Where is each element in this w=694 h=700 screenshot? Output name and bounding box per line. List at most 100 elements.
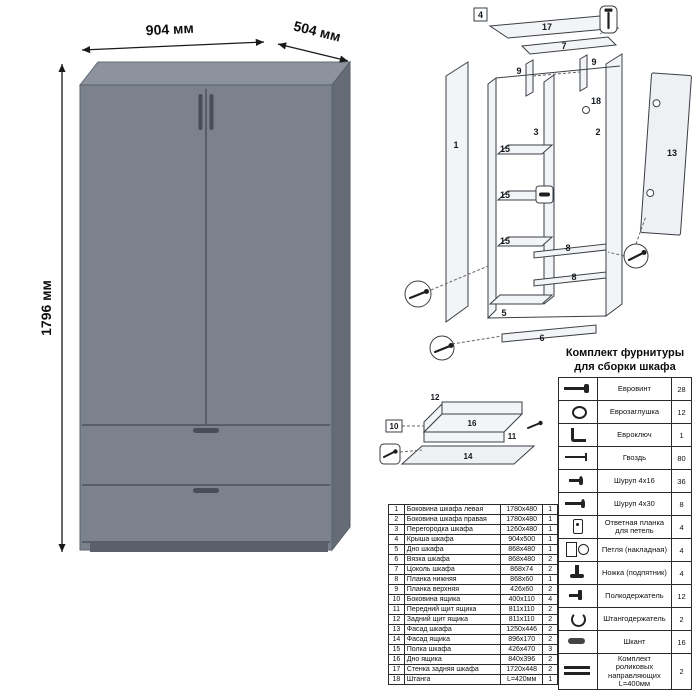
hardware-kit-table: Евровинт 28 Еврозаглушка 12 Евроключ xyxy=(558,377,692,690)
part-size: 1250x446 xyxy=(499,624,544,635)
hardware-qty: 4 xyxy=(671,561,692,585)
part-qty: 4 xyxy=(542,594,558,605)
label-part-15c: 15 xyxy=(500,236,510,246)
hardware-qty: 4 xyxy=(671,538,692,562)
part-number: 15 xyxy=(388,644,405,655)
hardware-row: Еврозаглушка 12 xyxy=(558,400,692,424)
label-part-6: 6 xyxy=(539,333,544,343)
part-number: 9 xyxy=(388,584,405,595)
label-part-13: 13 xyxy=(667,148,677,158)
drawer-leader-lines xyxy=(399,425,424,453)
part-qty: 2 xyxy=(542,604,558,615)
part-size: 904x500 xyxy=(499,534,544,545)
hardware-icon-cell xyxy=(558,400,598,424)
part-qty: 2 xyxy=(542,554,558,565)
part-name: Боковина ящика xyxy=(403,594,501,605)
callout-frames xyxy=(404,5,649,361)
part-name: Планка верхняя xyxy=(403,584,501,595)
part-size: 811x110 xyxy=(499,604,544,615)
parts-table-row: 14 Фасад ящика 896x170 2 xyxy=(388,634,558,645)
part-number: 10 xyxy=(388,594,405,605)
hardware-kit-title-line1: Комплект фурнитуры xyxy=(565,347,685,359)
label-part-11: 11 xyxy=(508,432,517,441)
part-qty: 1 xyxy=(542,674,558,685)
part-size: 426x60 xyxy=(499,584,544,595)
wardrobe-panel-gaps xyxy=(82,89,330,543)
part-qty: 1 xyxy=(542,574,558,585)
drawer-panels xyxy=(400,401,536,465)
parts-rows: 1 Боковина шкафа левая 1780x480 1 2 Боко… xyxy=(388,504,558,685)
parts-table-row: 3 Перегородка шкафа 1260x480 1 xyxy=(388,524,558,535)
hardware-qty: 12 xyxy=(671,400,692,424)
part-name: Передний щит ящика xyxy=(403,604,501,615)
part-number: 16 xyxy=(388,654,405,665)
part-name: Боковина шкафа левая xyxy=(403,504,501,515)
hardware-row: Шуруп 4x16 36 xyxy=(558,469,692,493)
screw-16-icon xyxy=(563,471,592,489)
hardware-name: Полкодержатель xyxy=(596,584,673,608)
parts-table-row: 12 Задний щит ящика 811x110 2 xyxy=(388,614,558,625)
hardware-name: Шкант xyxy=(596,630,673,654)
part-number: 7 xyxy=(388,564,405,575)
label-part-3: 3 xyxy=(533,127,538,137)
part-size: 840x396 xyxy=(499,654,544,665)
part-qty: 2 xyxy=(542,634,558,645)
part-name: Фасад ящика xyxy=(403,634,501,645)
callout-screws xyxy=(408,11,645,354)
parts-table-row: 8 Планка нижняя 868x60 1 xyxy=(388,574,558,585)
part-number: 14 xyxy=(388,634,405,645)
part-name: Дно шкафа xyxy=(403,544,501,555)
hardware-row: Ответная планка для петель 4 xyxy=(558,515,692,539)
part-qty: 2 xyxy=(542,564,558,575)
hardware-qty: 80 xyxy=(671,446,692,470)
part-qty: 1 xyxy=(542,524,558,535)
part-qty: 1 xyxy=(542,514,558,525)
part-size: 896x170 xyxy=(499,634,544,645)
rod-holder-mark xyxy=(582,106,590,114)
part-name: Полка шкафа xyxy=(403,644,501,655)
screw-30-icon xyxy=(563,494,592,512)
hardware-name: Штангодержатель xyxy=(596,607,673,631)
hardware-row: Шуруп 4x30 8 xyxy=(558,492,692,516)
callout-screw-heads xyxy=(424,8,647,348)
shelf-pin-icon xyxy=(563,586,592,604)
hardware-row: Евроключ 1 xyxy=(558,423,692,447)
part-number: 6 xyxy=(388,554,405,565)
part-size: 1780x480 xyxy=(499,504,544,515)
parts-table-row: 15 Полка шкафа 426x470 3 xyxy=(388,644,558,655)
width-dimension-label: 904 мм xyxy=(145,20,194,38)
part-qty: 2 xyxy=(542,654,558,665)
label-part-18: 18 xyxy=(591,96,601,106)
label-part-8a: 8 xyxy=(565,243,570,253)
height-dimension-label: 1796 мм xyxy=(38,280,54,336)
label-part-14: 14 xyxy=(464,452,473,461)
parts-table-row: 10 Боковина ящика 400x110 4 xyxy=(388,594,558,605)
hardware-name: Евроключ xyxy=(596,423,673,447)
hardware-icon-cell xyxy=(558,584,598,608)
hardware-qty: 16 xyxy=(671,630,692,654)
label-part-8b: 8 xyxy=(571,272,576,282)
part-name: Фасад шкафа xyxy=(403,624,501,635)
nail-icon xyxy=(563,448,592,466)
part-size: 811x110 xyxy=(499,614,544,625)
wardrobe-side-face xyxy=(331,60,351,552)
parts-table-row: 9 Планка верхняя 426x60 2 xyxy=(388,584,558,595)
label-part-7: 7 xyxy=(561,41,566,51)
hardware-row: Полкодержатель 12 xyxy=(558,584,692,608)
label-part-2: 2 xyxy=(595,127,600,137)
parts-table-row: 5 Дно шкафа 868x480 1 xyxy=(388,544,558,555)
hardware-row: Петля (накладная) 4 xyxy=(558,538,692,562)
right-door-handle xyxy=(209,94,214,130)
part-number: 12 xyxy=(388,614,405,625)
drawer-assembly-diagram: 12 10 16 11 14 xyxy=(379,393,543,465)
rails-icon xyxy=(563,662,592,680)
hardware-kit-title-line2: для сборки шкафа xyxy=(574,360,676,373)
part-qty: 1 xyxy=(542,534,558,545)
part-number: 17 xyxy=(388,664,405,675)
hardware-row: Евровинт 28 xyxy=(558,377,692,401)
label-part-9a: 9 xyxy=(516,66,521,76)
wardrobe-top-face xyxy=(78,61,352,86)
parts-table-row: 6 Вязка шкафа 868x480 2 xyxy=(388,554,558,565)
hardware-rows: Евровинт 28 Еврозаглушка 12 Евроключ xyxy=(558,377,692,690)
part-qty: 1 xyxy=(542,504,558,515)
